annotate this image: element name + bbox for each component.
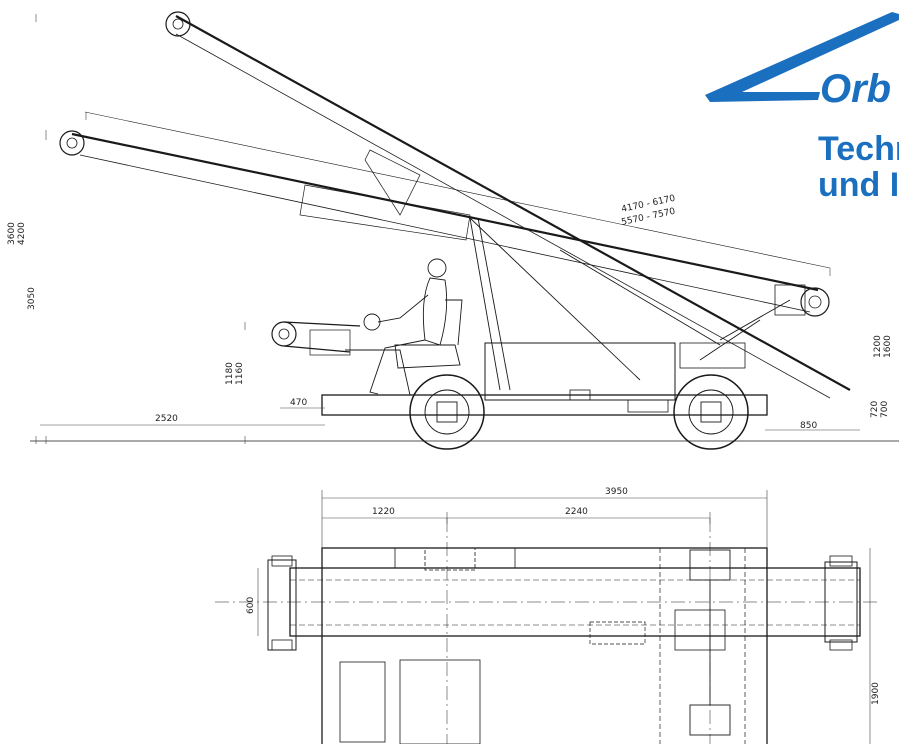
front-wheel [409, 374, 485, 450]
logo-swoosh [705, 12, 899, 102]
dim-height-a: 3600 [7, 222, 17, 245]
dim-segment-2: 2240 [565, 507, 588, 517]
lower-tail-pulley [800, 287, 830, 317]
rear-wheel [673, 374, 749, 450]
dim-front-offset: 470 [290, 398, 307, 408]
dim-lift-a: 1180 [225, 362, 235, 385]
lower-conveyor [59, 111, 831, 317]
support-struts [469, 217, 791, 391]
brand-logo: Orb Techr und I [705, 12, 899, 204]
dim-lift-b: 1160 [235, 362, 245, 385]
dim-height-mid: 3050 [27, 287, 37, 310]
plan-chassis [321, 547, 768, 744]
dim-total-width: 1900 [871, 682, 881, 705]
side-dimension-labels: 3600 4200 3050 1180 1160 4170 - 6170 557… [7, 194, 893, 431]
plan-view [215, 518, 880, 744]
upper-conveyor [165, 11, 851, 399]
dim-end-height-b: 1600 [883, 335, 893, 358]
brand-tagline-2: und I [818, 166, 899, 204]
lower-head-pulley [59, 130, 85, 156]
dim-total-length: 3950 [605, 487, 628, 497]
brand-name: Orb [820, 67, 891, 111]
upper-head-pulley [165, 11, 191, 37]
side-dimension-lines [35, 14, 860, 444]
feed-conveyor [271, 321, 361, 356]
wheels [409, 374, 749, 450]
dim-segment-1: 1220 [372, 507, 395, 517]
dim-height-b: 4200 [17, 222, 27, 245]
operator-figure [363, 258, 463, 395]
plan-dimension-lines [257, 490, 871, 744]
dim-end-height-a: 1200 [873, 335, 883, 358]
dim-tail-length: 850 [800, 421, 817, 431]
plan-dimension-labels: 3950 1220 2240 600 1900 [246, 487, 881, 705]
dim-tail-a: 720 [870, 401, 880, 418]
brand-tagline-1: Techr [818, 130, 899, 168]
dim-tail-b: 700 [880, 401, 890, 418]
side-view [30, 11, 899, 450]
dim-belt-width: 600 [246, 597, 256, 614]
dim-rear-overhang: 2520 [155, 414, 178, 424]
chassis [321, 342, 768, 416]
